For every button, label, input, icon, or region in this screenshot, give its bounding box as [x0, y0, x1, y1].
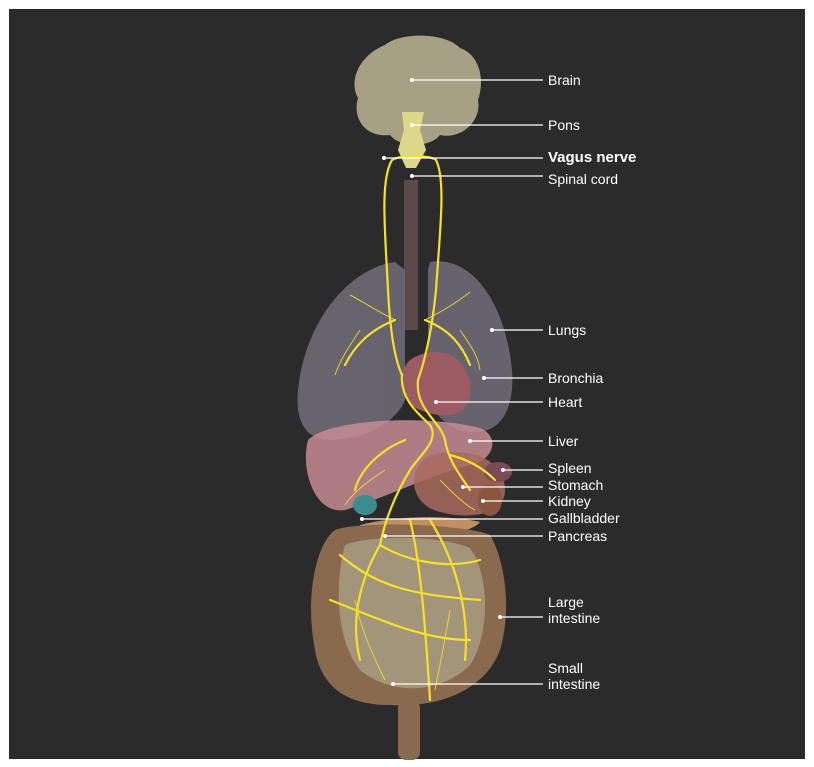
label-large-intestine: Large intestine	[548, 594, 600, 626]
label-stomach: Stomach	[548, 477, 603, 493]
label-vagus-nerve: Vagus nerve	[548, 150, 636, 166]
label-spinal-cord: Spinal cord	[548, 171, 618, 187]
rectum-shape	[398, 700, 420, 760]
label-kidney: Kidney	[548, 493, 591, 509]
esophagus-shape	[404, 180, 418, 330]
label-gallbladder: Gallbladder	[548, 510, 620, 526]
label-heart: Heart	[548, 394, 582, 410]
label-pancreas: Pancreas	[548, 528, 607, 544]
label-bronchia: Bronchia	[548, 370, 603, 386]
label-liver: Liver	[548, 433, 578, 449]
label-lungs: Lungs	[548, 322, 586, 338]
label-brain: Brain	[548, 72, 581, 88]
spleen-shape	[484, 462, 512, 482]
label-spleen: Spleen	[548, 460, 592, 476]
lungs-shape	[297, 261, 512, 440]
label-pons: Pons	[548, 117, 580, 133]
gallbladder-shape	[353, 495, 377, 515]
label-small-intestine: Small intestine	[548, 660, 600, 692]
